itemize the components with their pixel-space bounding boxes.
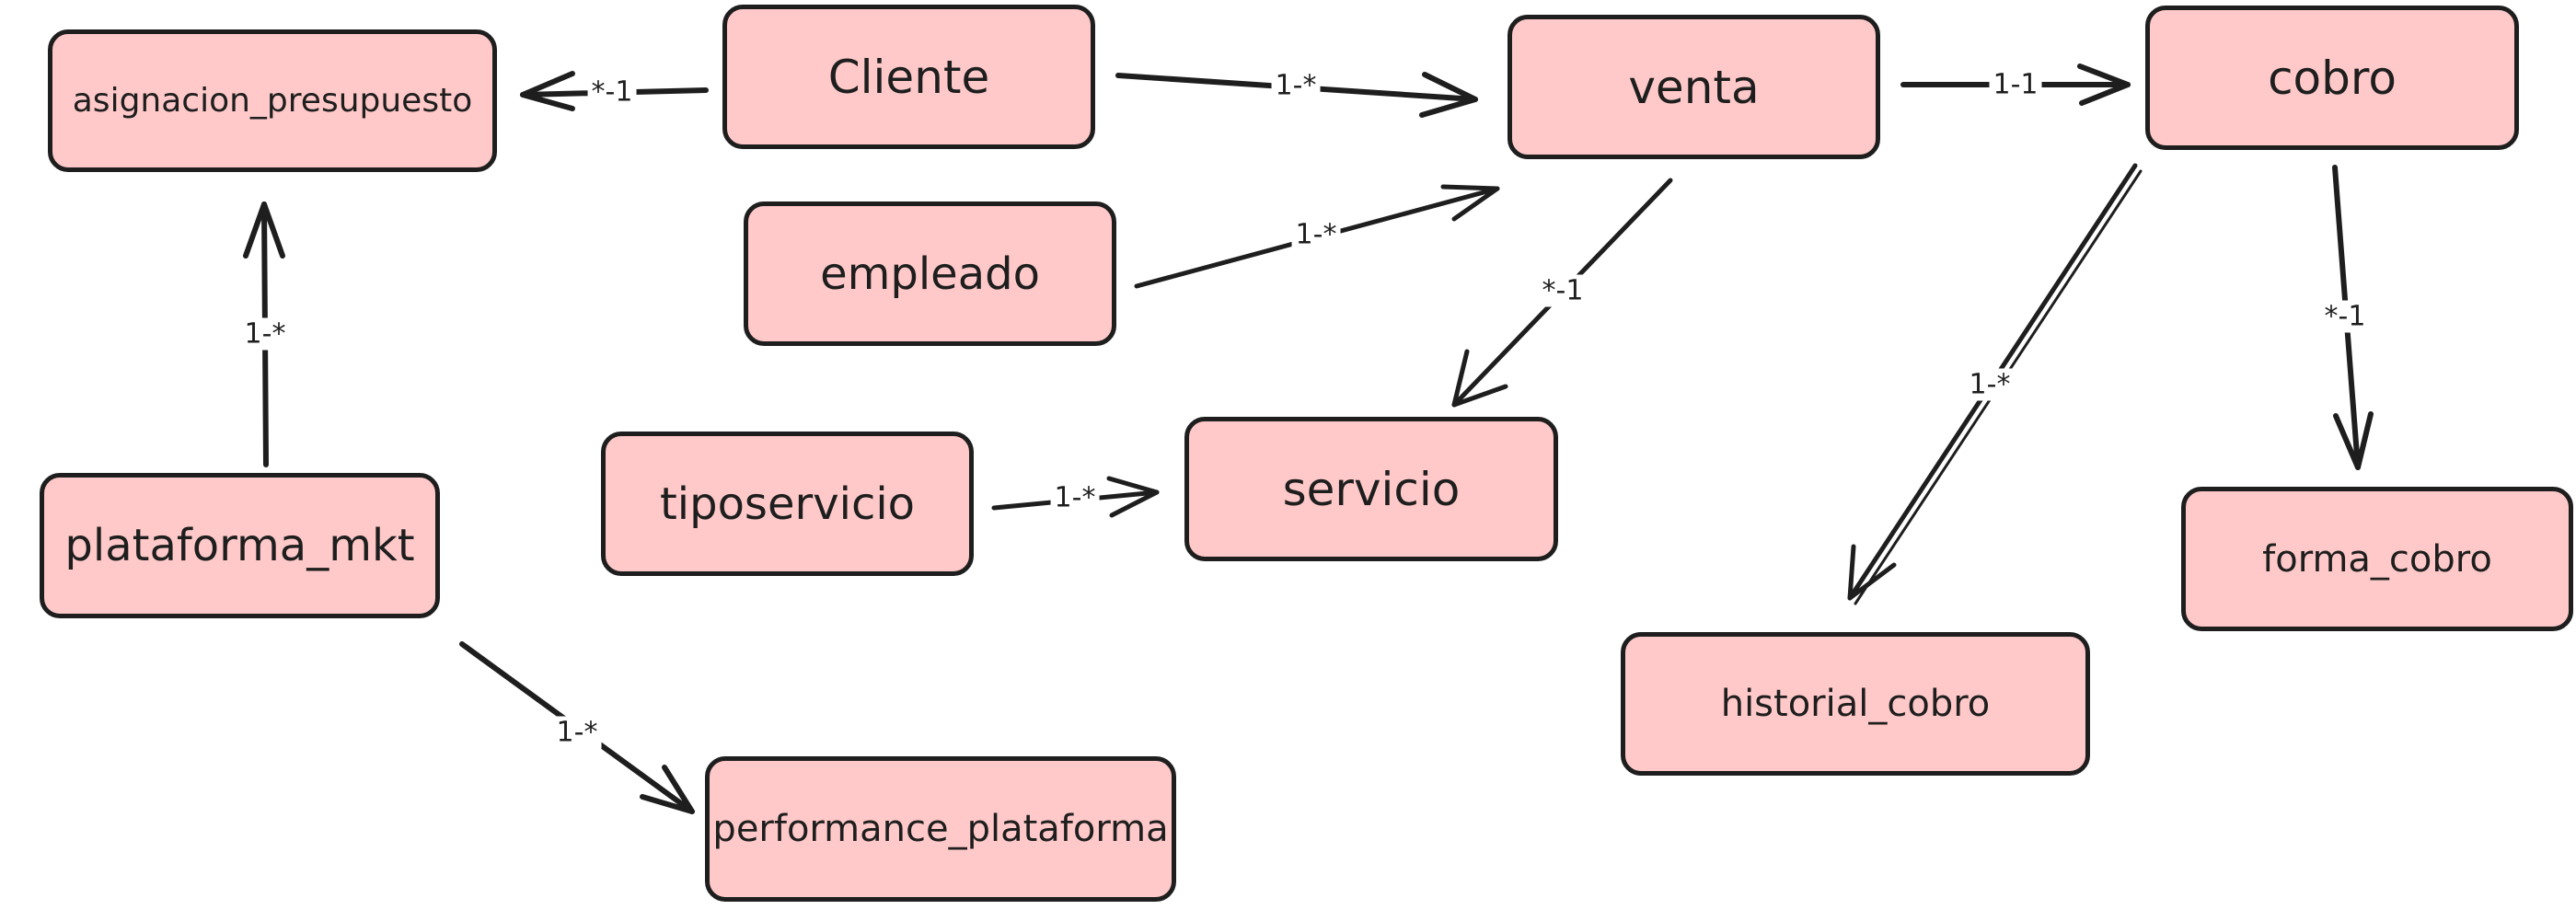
entity-tiposervicio[interactable]: tiposervicio	[601, 432, 974, 576]
edge-label-plataforma-performance: 1-*	[552, 716, 602, 749]
entity-forma-cobro[interactable]: forma_cobro	[2181, 487, 2573, 631]
arrow-head-tiposervicio-servicio	[1106, 476, 1160, 518]
entity-plataforma-mkt[interactable]: plataforma_mkt	[40, 473, 440, 618]
arrow-head-plataforma-asignacion	[243, 201, 285, 259]
arrow-head-cobro-forma	[2333, 411, 2374, 470]
entity-performance-plataforma[interactable]: performance_plataforma	[705, 756, 1176, 902]
arrow-head-venta-cobro	[2077, 63, 2131, 106]
edge-label-empleado-venta: 1-*	[1291, 218, 1341, 251]
entity-empleado[interactable]: empleado	[744, 201, 1116, 346]
edge-label-plataforma-asignacion: 1-*	[240, 317, 290, 351]
edge-label-venta-servicio: *-1	[1538, 274, 1588, 307]
arrow-head-cobro-historial	[1847, 544, 1897, 601]
arrow-head-plataforma-performance	[640, 765, 695, 814]
arrow-head-venta-servicio	[1451, 349, 1508, 408]
entity-cliente[interactable]: Cliente	[722, 5, 1095, 149]
arrow-head-cliente-asignacion	[520, 71, 575, 111]
arrow-head-cliente-venta	[1419, 72, 1478, 118]
entity-asignacion-presupuesto[interactable]: asignacion_presupuesto	[48, 29, 497, 172]
edge-label-cobro-forma: *-1	[2320, 300, 2370, 333]
entity-historial-cobro[interactable]: historial_cobro	[1621, 632, 2090, 776]
edge-label-venta-cobro: 1-1	[1989, 68, 2042, 101]
entity-venta[interactable]: venta	[1507, 15, 1880, 159]
edge-label-tiposervicio-servicio: 1-*	[1050, 481, 1100, 514]
entity-servicio[interactable]: servicio	[1184, 417, 1558, 561]
edge-label-cliente-venta: 1-*	[1271, 69, 1321, 102]
arrow-head-empleado-venta	[1440, 184, 1500, 222]
edge-label-cobro-historial: 1-*	[1965, 368, 2015, 401]
entity-cobro[interactable]: cobro	[2145, 6, 2519, 150]
edge-label-cliente-asignacion: *-1	[587, 75, 637, 109]
